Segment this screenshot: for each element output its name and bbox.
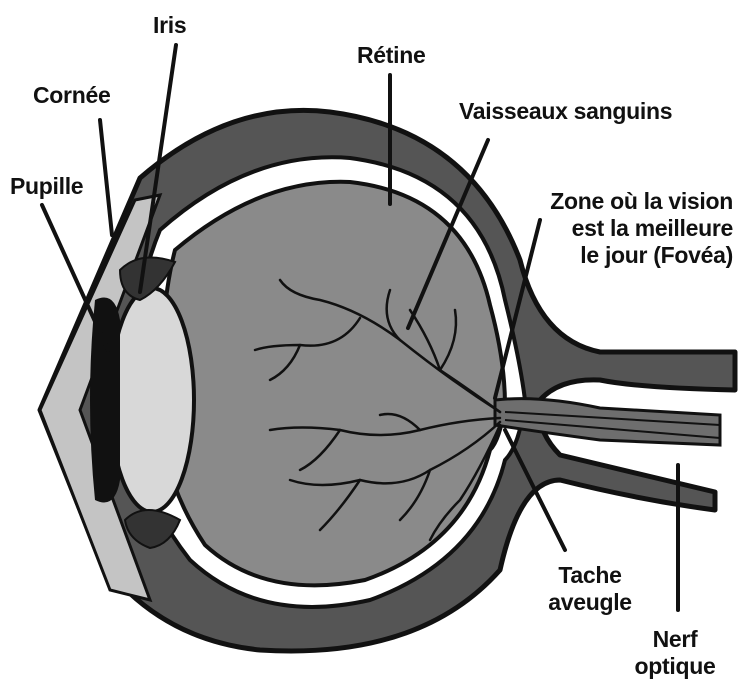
iris-shape [90, 298, 120, 503]
label-nerf-optique: Nerf optique [615, 626, 735, 680]
label-iris: Iris [153, 12, 186, 39]
label-retine: Rétine [357, 42, 426, 69]
label-vaisseaux: Vaisseaux sanguins [459, 98, 672, 125]
label-pupille: Pupille [10, 173, 83, 200]
vitreous-body [160, 182, 505, 586]
lens [110, 288, 194, 512]
label-fovea: Zone où la vision est la meilleure le jo… [528, 188, 733, 269]
label-cornee: Cornée [33, 82, 110, 109]
label-tache-aveugle: Tache aveugle [540, 562, 640, 616]
cornee-leader [100, 120, 112, 235]
